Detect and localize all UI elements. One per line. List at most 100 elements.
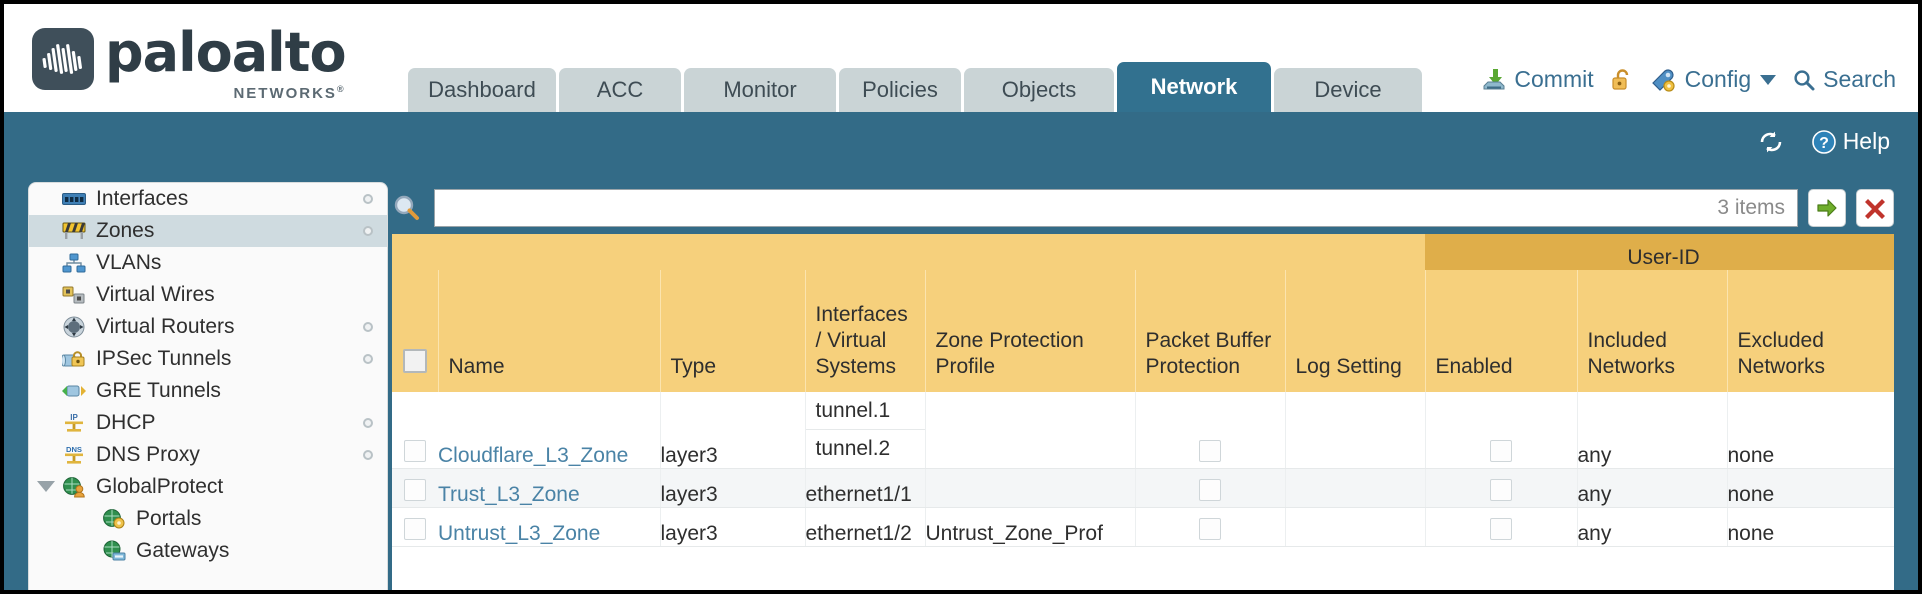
sidebar-item-label: Virtual Wires <box>96 283 215 306</box>
zones-barrier-icon <box>61 220 87 242</box>
sidebar-item-dhcp[interactable]: IP DHCP <box>29 407 387 439</box>
userid-enabled-checkbox[interactable] <box>1490 479 1512 501</box>
row-checkbox[interactable] <box>404 518 426 540</box>
row-select-cell <box>392 392 438 469</box>
sidebar-item-interfaces[interactable]: Interfaces <box>29 183 387 215</box>
tab-policies[interactable]: Policies <box>839 68 961 112</box>
tab-dashboard[interactable]: Dashboard <box>408 68 556 112</box>
svg-text:IP: IP <box>70 413 78 422</box>
waveform-bars-icon <box>42 44 83 74</box>
ipsec-tunnel-lock-icon <box>61 348 87 370</box>
sidebar-item-label: GlobalProtect <box>96 475 224 498</box>
column-header-zone-protection-profile[interactable]: Zone Protection Profile <box>924 270 1135 392</box>
cell-userid-enabled <box>1424 468 1577 508</box>
tab-objects[interactable]: Objects <box>964 68 1114 112</box>
sidebar-item-indicator <box>363 354 373 364</box>
apply-filter-button[interactable] <box>1808 189 1846 227</box>
utility-bar: ? Help <box>4 112 1918 174</box>
gre-tunnel-icon <box>61 380 87 402</box>
cell-excluded-networks: none <box>1726 392 1894 469</box>
help-label: Help <box>1842 128 1890 154</box>
tab-monitor[interactable]: Monitor <box>684 68 836 112</box>
commit-button[interactable]: Commit <box>1481 66 1594 93</box>
sidebar-item-dns-proxy[interactable]: DNS DNS Proxy <box>29 439 387 471</box>
sidebar-item-virtual-routers[interactable]: Virtual Routers <box>29 311 387 343</box>
paloalto-waveform-logo-icon <box>32 28 94 90</box>
interfaces-ports-icon <box>61 188 87 210</box>
config-menu[interactable]: Config <box>1650 66 1777 93</box>
column-header-interfaces[interactable]: Interfaces / Virtual Systems <box>804 270 925 392</box>
userid-enabled-checkbox[interactable] <box>1490 440 1512 462</box>
packet-buffer-protection-checkbox[interactable] <box>1199 518 1221 540</box>
tab-acc[interactable]: ACC <box>559 68 681 112</box>
sidebar-item-vlans[interactable]: VLANs <box>29 247 387 279</box>
search-magnifier-icon <box>392 193 422 223</box>
packet-buffer-protection-checkbox[interactable] <box>1199 440 1221 462</box>
column-header-name[interactable]: Name <box>437 270 660 392</box>
column-header-included-networks[interactable]: Included Networks <box>1576 270 1727 392</box>
cell-type: layer3 <box>659 468 805 508</box>
interface-item: tunnel.2 <box>815 437 891 460</box>
cell-included-networks: any <box>1576 468 1727 508</box>
search-button[interactable]: Search <box>1792 66 1896 93</box>
sidebar-item-ipsec-tunnels[interactable]: IPSec Tunnels <box>29 343 387 375</box>
refresh-button[interactable] <box>1757 129 1785 155</box>
zone-link[interactable]: Trust_L3_Zone <box>438 483 580 506</box>
userid-enabled-checkbox[interactable] <box>1490 518 1512 540</box>
zone-link[interactable]: Untrust_L3_Zone <box>438 522 601 545</box>
brand-logo: paloalto NETWORKS® <box>32 26 347 104</box>
zones-table: User-ID Name Type Interfaces / Virtual S… <box>392 234 1894 547</box>
sidebar-item-label: Virtual Routers <box>96 315 235 338</box>
row-checkbox[interactable] <box>404 479 426 501</box>
cell-log-setting <box>1284 507 1425 547</box>
cell-packet-buffer-protection <box>1134 392 1285 469</box>
cell-zone-protection-profile <box>924 392 1135 469</box>
config-label: Config <box>1684 66 1752 92</box>
clear-filter-button[interactable] <box>1856 189 1894 227</box>
tab-network[interactable]: Network <box>1117 62 1271 112</box>
portals-globe-gear-icon <box>101 508 127 530</box>
top-bar: paloalto NETWORKS® Dashboard ACC Monitor… <box>4 4 1918 112</box>
search-input[interactable]: 3 items <box>434 189 1798 227</box>
tab-device[interactable]: Device <box>1274 68 1422 112</box>
search-row: 3 items <box>392 182 1894 234</box>
sidebar-item-label: Zones <box>96 219 155 242</box>
column-header-log-setting[interactable]: Log Setting <box>1284 270 1425 392</box>
utility-actions: ? Help <box>1757 128 1890 155</box>
refresh-icon <box>1760 131 1781 152</box>
table-row[interactable]: Trust_L3_Zone layer3 ethernet1/1 any non… <box>392 468 1894 508</box>
config-wrench-key-icon <box>1651 68 1675 92</box>
column-header-excluded-networks[interactable]: Excluded Networks <box>1726 270 1894 392</box>
help-button[interactable]: ? Help <box>1811 128 1890 155</box>
lock-button[interactable] <box>1610 67 1634 93</box>
sidebar-item-indicator <box>363 322 373 332</box>
sidebar-item-globalprotect[interactable]: GlobalProtect <box>29 471 387 503</box>
unlocked-padlock-icon <box>1612 68 1628 90</box>
table-group-header-row: User-ID <box>392 234 1894 270</box>
table-row[interactable]: Untrust_L3_Zone layer3 ethernet1/2 Untru… <box>392 507 1894 547</box>
row-select-cell <box>392 507 438 547</box>
column-header-type[interactable]: Type <box>659 270 805 392</box>
zone-link[interactable]: Cloudflare_L3_Zone <box>438 444 629 467</box>
item-count: 3 items <box>1717 196 1785 219</box>
brand-tagline: NETWORKS® <box>233 84 346 102</box>
sidebar-item-portals[interactable]: Portals <box>29 503 387 535</box>
cell-zone-protection-profile: Untrust_Zone_Prof <box>924 507 1135 547</box>
cell-packet-buffer-protection <box>1134 507 1285 547</box>
sidebar-item-gateways[interactable]: Gateways <box>29 535 387 567</box>
chevron-down-icon[interactable] <box>1760 74 1777 85</box>
sidebar-item-gre-tunnels[interactable]: GRE Tunnels <box>29 375 387 407</box>
column-header-enabled[interactable]: Enabled <box>1424 270 1577 392</box>
sidebar-item-label: Portals <box>136 507 202 530</box>
column-header-packet-buffer-protection[interactable]: Packet Buffer Protection <box>1134 270 1285 392</box>
clear-x-icon <box>1865 199 1885 219</box>
sidebar-item-label: DHCP <box>96 411 156 434</box>
row-checkbox[interactable] <box>404 440 426 462</box>
sidebar-item-zones[interactable]: Zones <box>29 215 387 247</box>
sidebar-item-virtual-wires[interactable]: Virtual Wires <box>29 279 387 311</box>
gateways-globe-icon <box>101 540 127 562</box>
packet-buffer-protection-checkbox[interactable] <box>1199 479 1221 501</box>
select-all-checkbox[interactable] <box>402 349 427 373</box>
column-header-select <box>392 270 438 392</box>
expander-triangle-icon[interactable] <box>37 481 55 492</box>
